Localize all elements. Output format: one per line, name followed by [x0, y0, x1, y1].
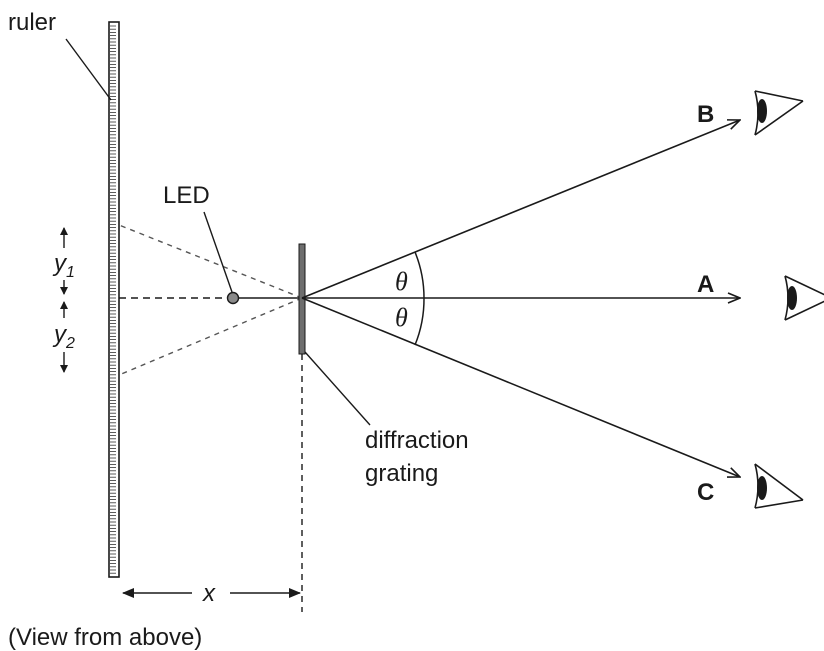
ruler-ticks	[110, 25, 116, 574]
grating-label-line1: diffraction	[365, 427, 469, 454]
caption: (View from above)	[8, 624, 202, 651]
grating-label-line2: grating	[365, 460, 438, 487]
angle-arc-upper	[414, 251, 425, 299]
ruler-leader	[65, 38, 112, 101]
led-dot	[226, 291, 240, 305]
ruler-label: ruler	[8, 9, 56, 36]
beam-b-label: B	[697, 101, 714, 128]
dashed-ray-upper	[118, 224, 303, 299]
grating-leader	[304, 351, 371, 426]
theta-lower-label: θ	[395, 303, 408, 332]
theta-upper-label: θ	[395, 267, 408, 296]
beam-b	[301, 120, 740, 299]
eye-icon-c	[754, 463, 804, 509]
beam-c	[301, 297, 740, 477]
beam-c-label: C	[697, 479, 714, 506]
x-label: x	[202, 580, 216, 607]
eye-icon-b	[754, 90, 804, 136]
eye-icon-a	[784, 275, 824, 321]
beam-a-label: A	[697, 271, 714, 298]
y2-label: y2	[52, 321, 75, 352]
angle-arc-lower	[414, 297, 425, 346]
led-label: LED	[163, 182, 210, 209]
y1-label: y1	[52, 250, 75, 281]
ruler	[108, 21, 120, 578]
dashed-ray-lower	[118, 297, 303, 376]
led-leader	[203, 211, 233, 293]
